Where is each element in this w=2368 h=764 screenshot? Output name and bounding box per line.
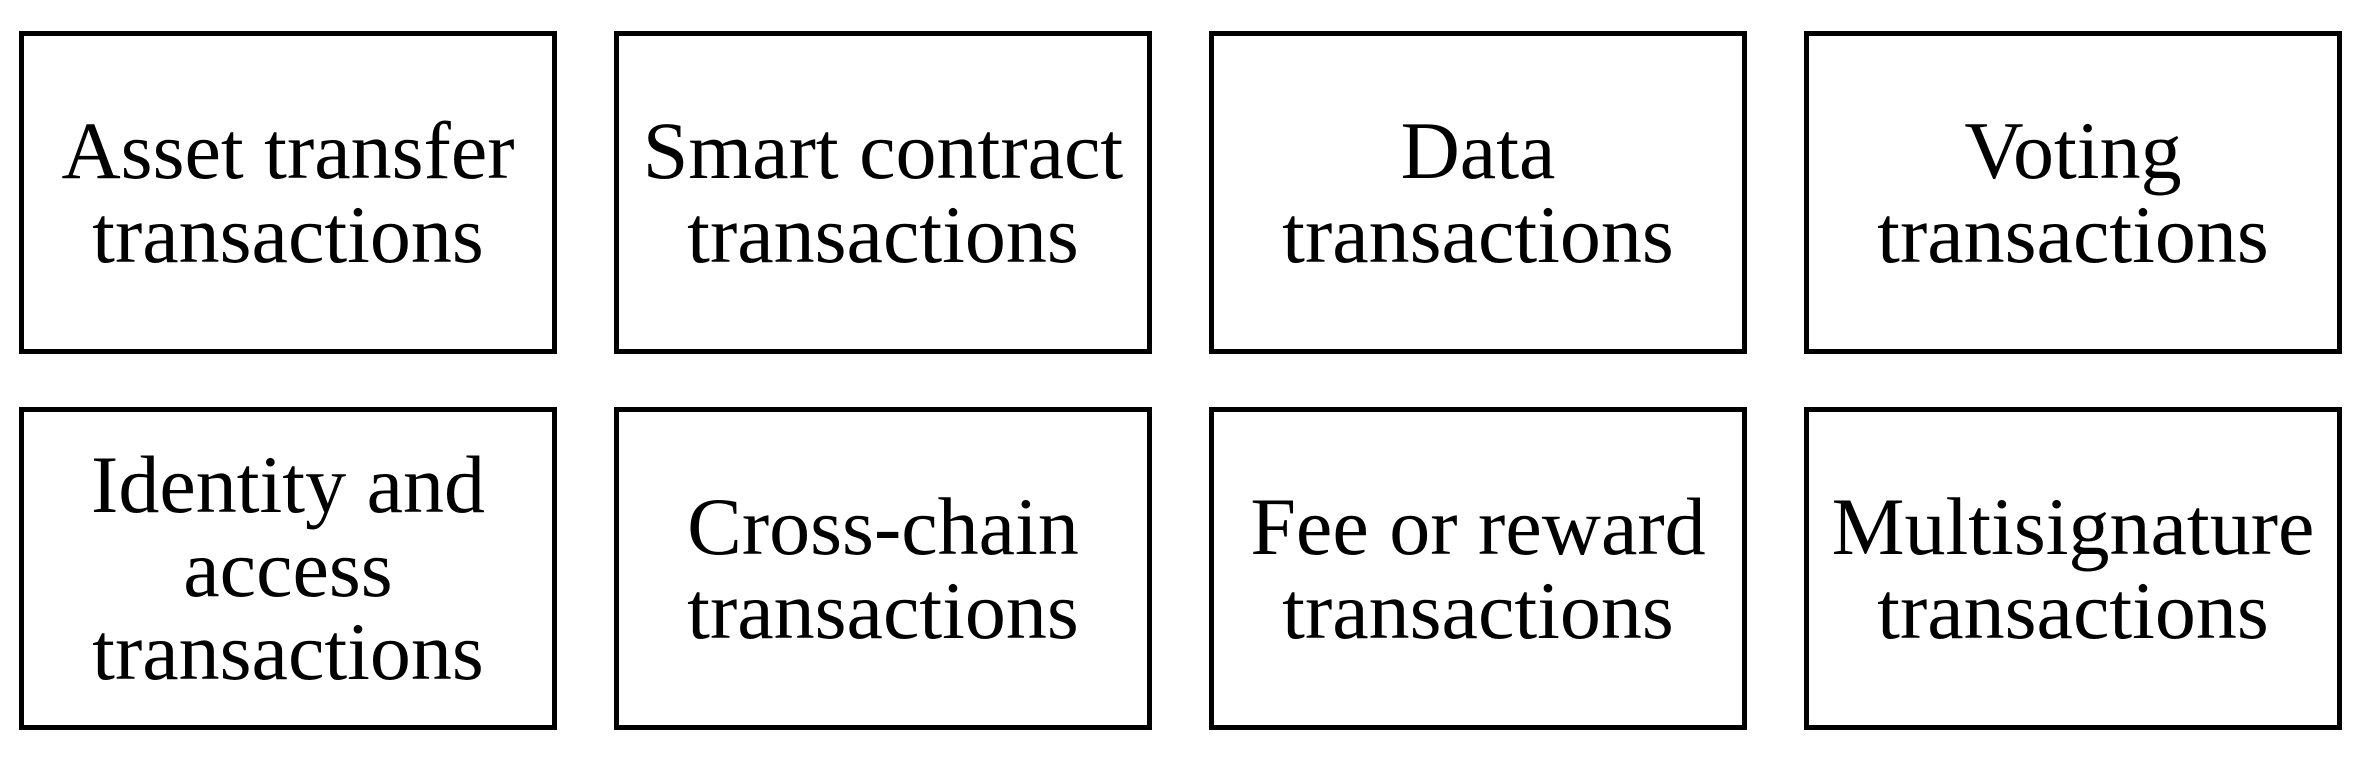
box-label: Asset transfer transactions xyxy=(61,104,515,280)
box-cross-chain-transactions: Cross-chain transactions xyxy=(614,407,1152,730)
box-label: Multisignature transactions xyxy=(1831,480,2315,656)
box-data-transactions: Data transactions xyxy=(1209,31,1747,354)
box-label: Identity and access transactions xyxy=(91,439,485,698)
box-asset-transfer-transactions: Asset transfer transactions xyxy=(19,31,557,354)
box-smart-contract-transactions: Smart contract transactions xyxy=(614,31,1152,354)
box-voting-transactions: Voting transactions xyxy=(1804,31,2342,354)
box-label: Data transactions xyxy=(1282,104,1674,280)
box-label: Fee or reward transactions xyxy=(1250,480,1706,656)
box-multisignature-transactions: Multisignature transactions xyxy=(1804,407,2342,730)
box-fee-or-reward-transactions: Fee or reward transactions xyxy=(1209,407,1747,730)
box-identity-and-access-transactions: Identity and access transactions xyxy=(19,407,557,730)
box-label: Cross-chain transactions xyxy=(687,480,1079,656)
box-label: Voting transactions xyxy=(1877,104,2269,280)
box-label: Smart contract transactions xyxy=(642,104,1124,280)
